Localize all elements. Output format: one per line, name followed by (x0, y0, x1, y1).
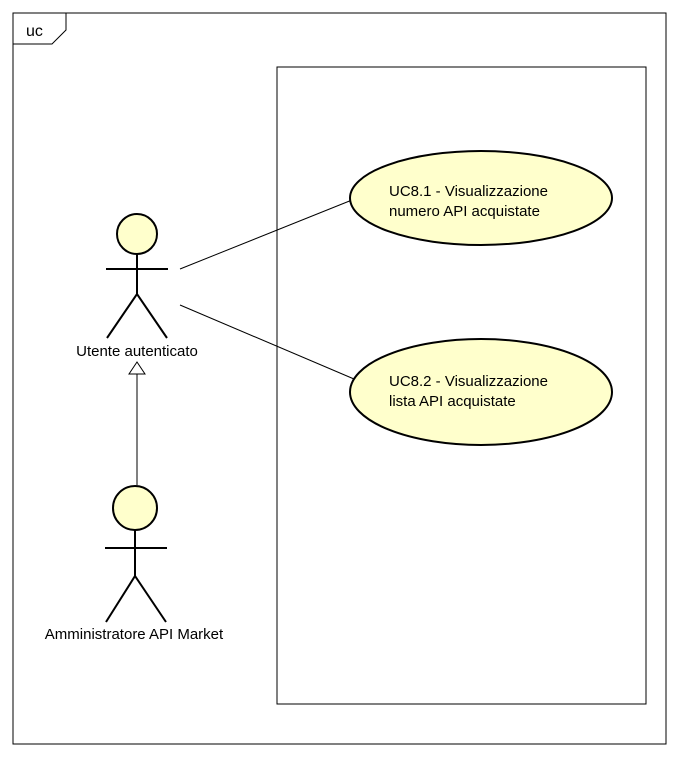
actor-admin[interactable]: Amministratore API Market (45, 485, 224, 643)
use-case-label-line2: numero API acquistate (389, 203, 540, 220)
frame-tab (13, 13, 67, 45)
association-uc8-2 (179, 304, 355, 380)
actor-legs (105, 574, 167, 623)
actor-legs (106, 292, 168, 339)
actor-head (112, 485, 158, 531)
use-case-uc8-1[interactable]: UC8.1 - Visualizzazione numero API acqui… (349, 150, 613, 246)
actor-head (116, 213, 158, 255)
actor-label: Amministratore API Market (45, 626, 224, 643)
use-case-ellipse (349, 150, 613, 246)
actor-label: Utente autenticato (76, 343, 198, 360)
association-uc8-1 (179, 199, 353, 270)
actor-authenticated-user[interactable]: Utente autenticato (76, 213, 198, 360)
frame-tag: uc (26, 23, 43, 40)
use-case-uc8-2[interactable]: UC8.2 - Visualizzazione lista API acquis… (349, 338, 613, 446)
use-case-label-line1: UC8.2 - Visualizzazione (389, 373, 548, 390)
use-case-label-line2: lista API acquistate (389, 393, 516, 410)
use-case-label-line1: UC8.1 - Visualizzazione (389, 183, 548, 200)
use-case-ellipse (349, 338, 613, 446)
generalization-arrowhead (128, 361, 146, 375)
